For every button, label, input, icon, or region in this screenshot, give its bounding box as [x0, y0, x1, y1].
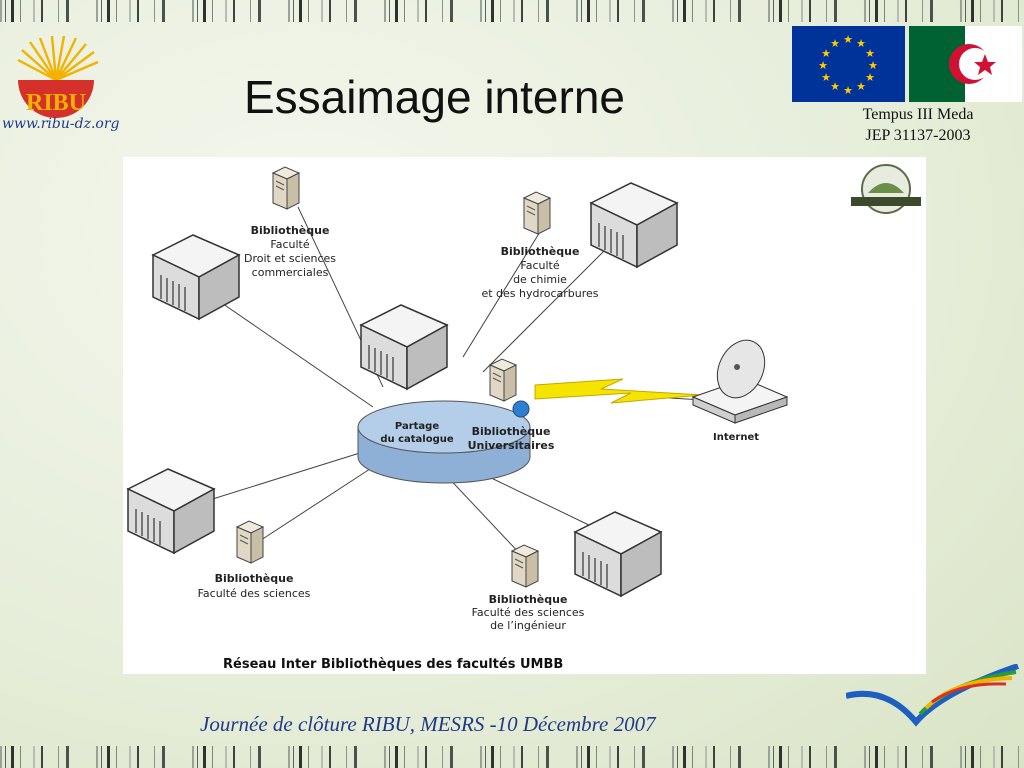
lib-chimie-title: Bibliothèque	[501, 245, 580, 258]
wireless-link-bolt	[534, 378, 704, 404]
svg-text:★: ★	[818, 59, 828, 72]
logo-text: RIBU	[26, 90, 86, 116]
swoosh-logo	[846, 664, 1019, 727]
tower-ingenieur	[511, 544, 539, 588]
catalogue-hub: Partage du catalogue	[357, 400, 531, 484]
server-central	[360, 304, 448, 390]
lib-universitaires-line-1: Universitaires	[468, 439, 555, 452]
lib-droit-line-3: commerciales	[252, 266, 329, 279]
tempus-line-1: Tempus III Meda	[862, 106, 974, 123]
hub-label-1: Partage	[395, 421, 439, 432]
lib-ingenieur-line-1: Faculté des sciences	[472, 606, 585, 619]
lib-chimie-line-2: de chimie	[513, 273, 567, 286]
globe-icon	[512, 400, 530, 418]
bottom-barcode-strip	[0, 746, 1024, 768]
slide-title: Essaimage interne	[244, 71, 625, 123]
svg-text:★: ★	[830, 80, 840, 93]
slide-footer: Journée de clôture RIBU, MESRS -10 Décem…	[200, 712, 656, 736]
ribu-logo: RIBU	[17, 36, 99, 118]
lib-ingenieur-line-2: de l’ingénieur	[490, 619, 566, 632]
eu-flag: ★★★ ★★★ ★★★ ★★★	[792, 26, 905, 102]
network-diagram: Partage du catalogue Bibliothèque Facult…	[123, 157, 926, 674]
hub-label-2: du catalogue	[380, 434, 454, 445]
lib-droit-line-1: Faculté	[270, 238, 309, 251]
lib-chimie-line-1: Faculté	[520, 259, 559, 272]
internet-label: Internet	[713, 432, 759, 443]
svg-text:★: ★	[868, 59, 878, 72]
svg-text:★: ★	[865, 71, 875, 84]
algeria-flag	[909, 26, 1022, 102]
top-barcode-strip	[0, 0, 1024, 22]
lib-ingenieur-title: Bibliothèque	[489, 593, 568, 606]
tempus-info: Tempus III Meda JEP 31137-2003	[826, 104, 1010, 146]
server-bottom-left	[127, 468, 215, 554]
svg-text:★: ★	[843, 33, 853, 46]
tower-droit	[272, 166, 300, 210]
svg-text:★: ★	[821, 47, 831, 60]
lib-droit-title: Bibliothèque	[251, 224, 330, 237]
diagram-caption: Réseau Inter Bibliothèques des facultés …	[223, 657, 563, 672]
svg-text:★: ★	[843, 84, 853, 97]
svg-text:★: ★	[821, 71, 831, 84]
satellite-dish-icon	[691, 339, 789, 424]
lib-sciences-line-1: Faculté des sciences	[198, 587, 311, 600]
tower-chimie	[523, 191, 551, 235]
svg-text:★: ★	[865, 47, 875, 60]
tower-universitaires	[489, 358, 517, 402]
lib-chimie-line-3: et des hydrocarbures	[481, 287, 598, 300]
tower-sciences	[236, 520, 264, 564]
university-seal	[851, 164, 921, 214]
svg-text:★: ★	[856, 37, 866, 50]
tempus-line-2: JEP 31137-2003	[865, 127, 971, 144]
logo-url-link[interactable]: www.ribu-dz.org	[2, 116, 120, 132]
server-top-right	[590, 182, 678, 268]
lib-droit-line-2: Droit et sciences	[244, 252, 336, 265]
lib-universitaires-title: Bibliothèque	[472, 425, 551, 438]
svg-text:★: ★	[830, 37, 840, 50]
lib-sciences-title: Bibliothèque	[215, 572, 294, 585]
svg-text:★: ★	[856, 80, 866, 93]
